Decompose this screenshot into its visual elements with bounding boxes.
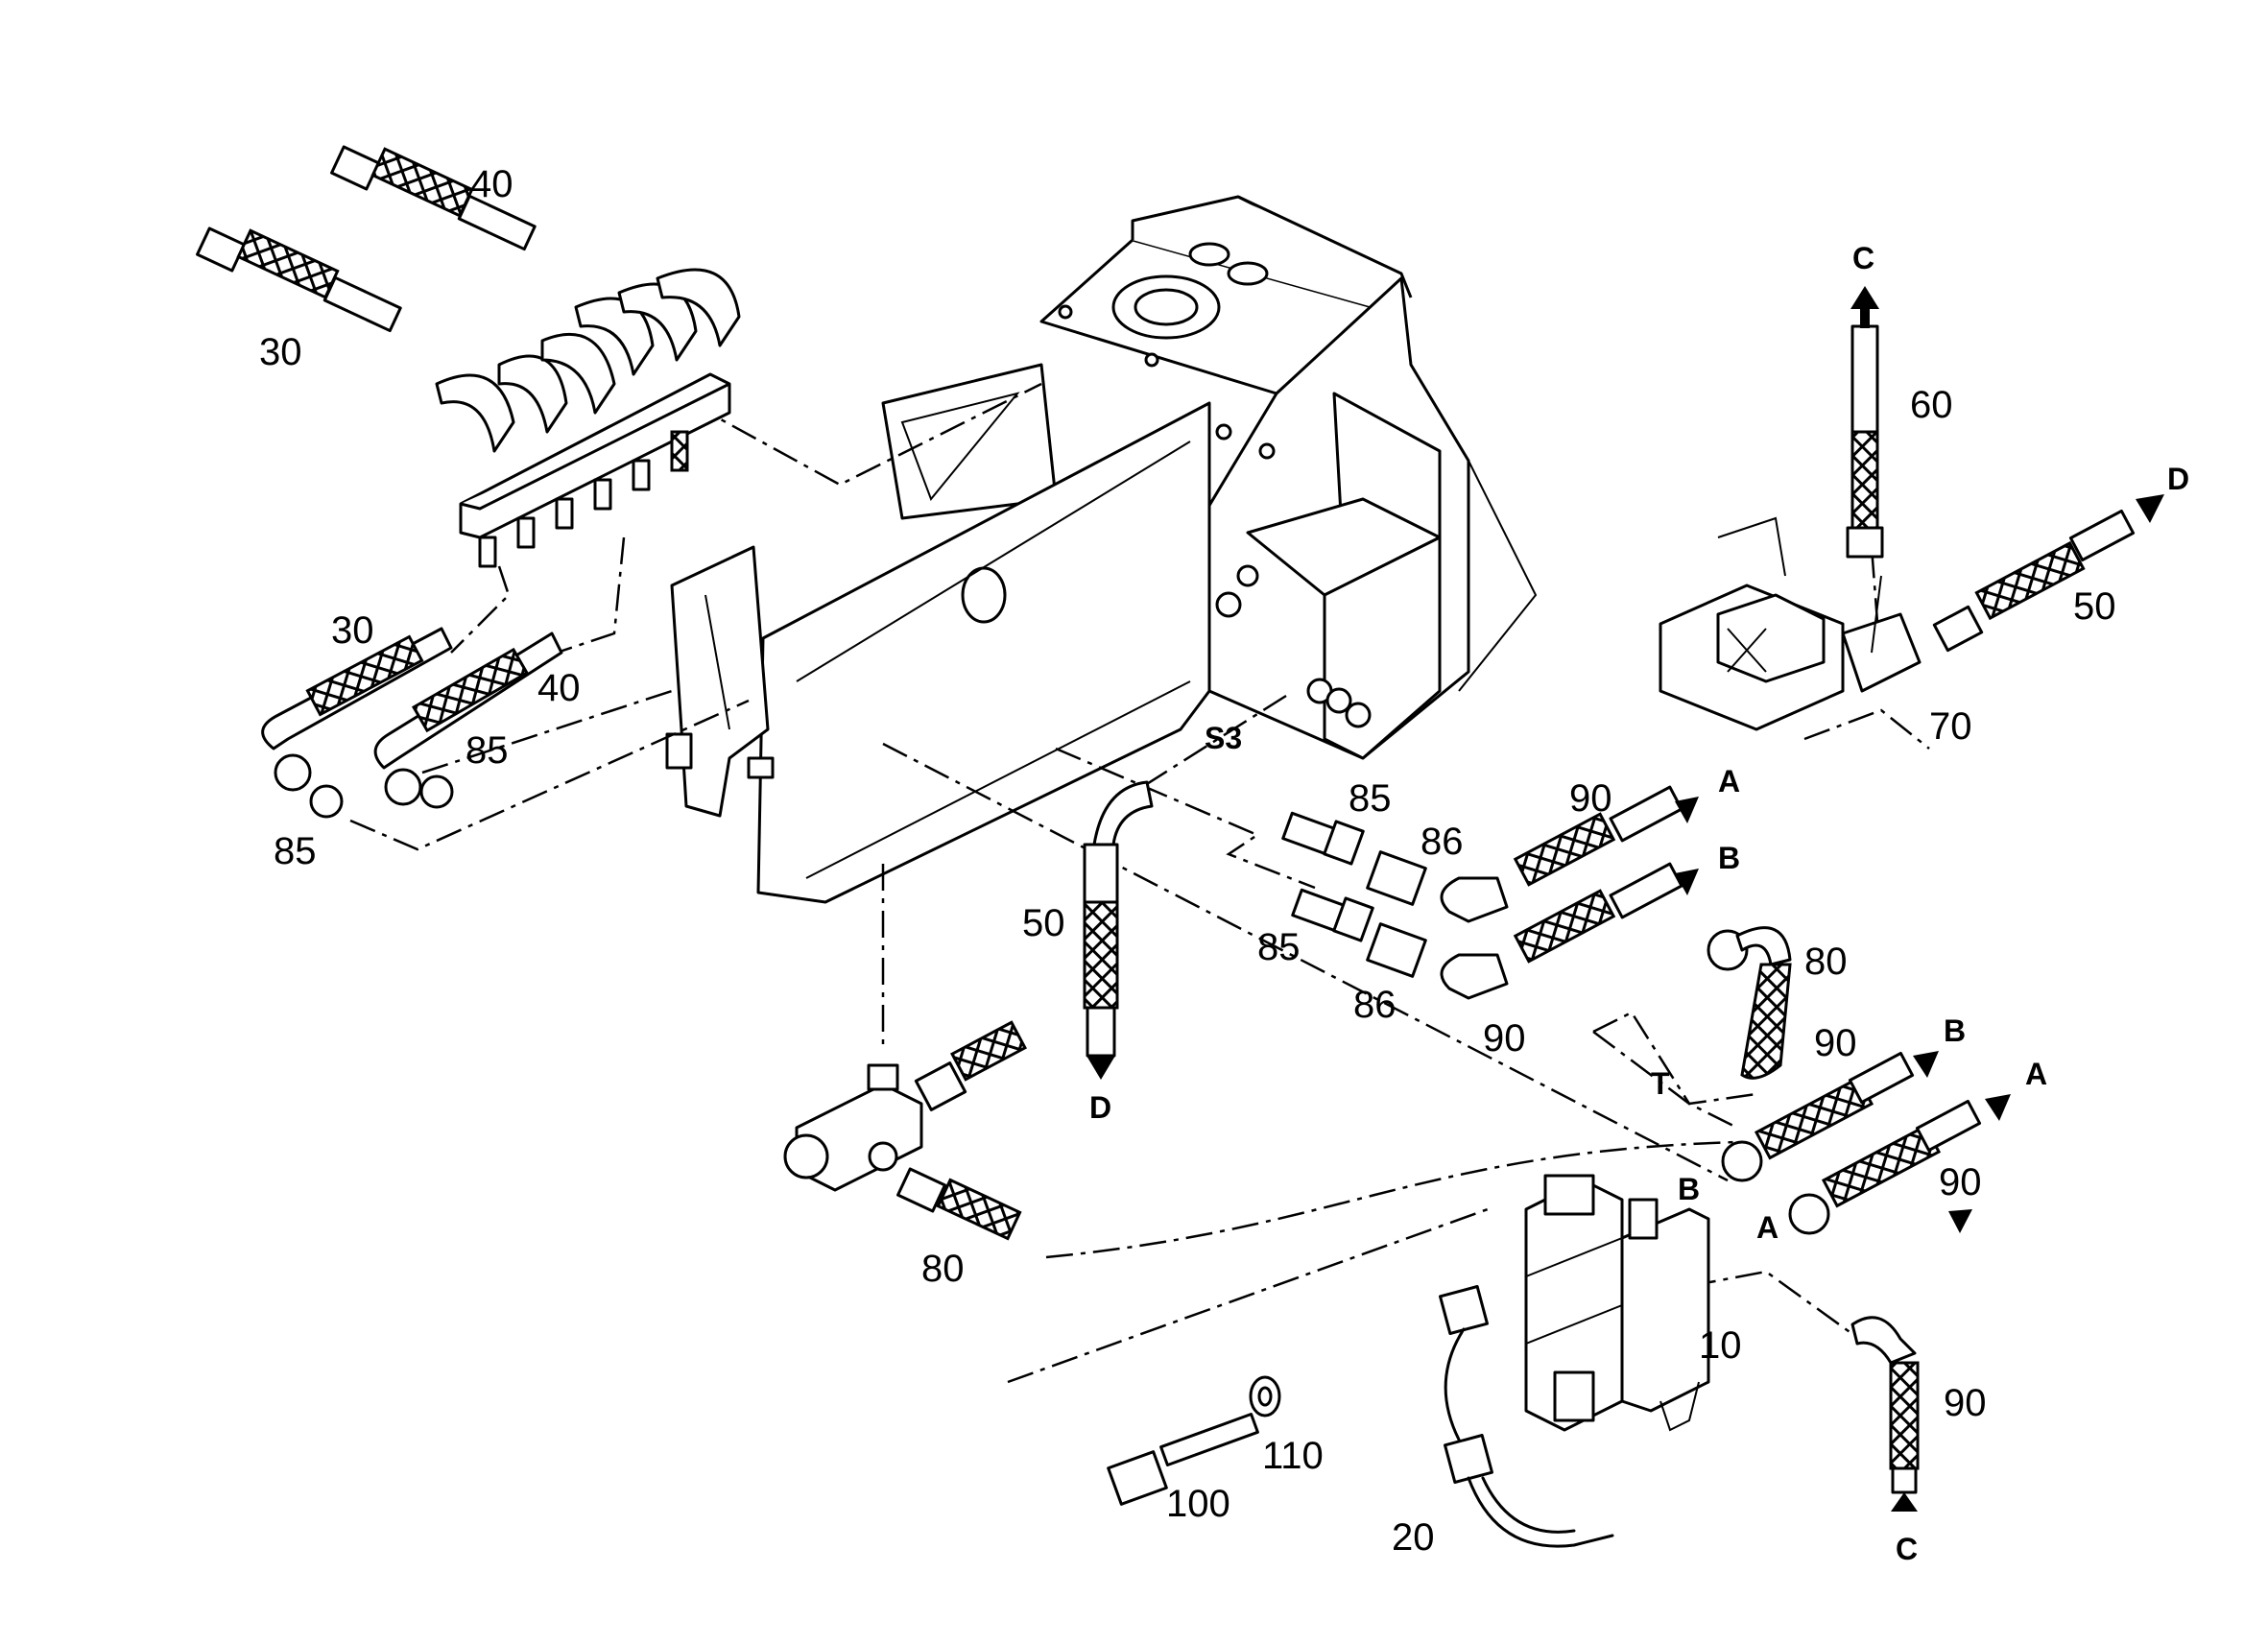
hose-50-centre	[1083, 780, 1154, 1080]
hose-30-lower	[261, 627, 453, 792]
hose-90-upper	[1440, 785, 1699, 923]
callout-85-left-lower: 85	[274, 830, 317, 872]
main-frame	[665, 195, 1538, 904]
check-valve	[783, 1020, 1027, 1192]
nut-85-left	[309, 774, 454, 819]
callout-85-centre-lower: 85	[1257, 926, 1301, 968]
callout-20: 20	[1392, 1516, 1435, 1559]
port-c-bottom: C	[1896, 1532, 1918, 1566]
port-b-valve: B	[1678, 1172, 1700, 1206]
hose-80-left	[896, 1167, 1022, 1241]
hose-40-lower	[373, 631, 563, 806]
fitting-85-upper	[1281, 811, 1365, 866]
flow-arrows	[1948, 1209, 1972, 1233]
fitting-85-lower	[1291, 888, 1374, 942]
hose-40-upper	[330, 145, 537, 251]
callout-86-lower: 86	[1353, 984, 1397, 1026]
port-t: T	[1651, 1066, 1670, 1101]
washer-110	[1249, 1375, 1281, 1418]
port-letters: S3 T A A A B B B C C D D	[1089, 241, 2189, 1566]
port-a-upper: A	[1718, 764, 1740, 798]
port-c-top: C	[1852, 241, 1874, 275]
hose-30-upper	[196, 226, 402, 333]
callout-110: 110	[1262, 1435, 1324, 1477]
callout-30-lower: 30	[331, 609, 374, 652]
callout-85-centre-upper: 85	[1349, 777, 1392, 820]
bolt-100	[1107, 1413, 1259, 1506]
callout-85-left-upper: 85	[466, 729, 509, 772]
port-a-valve: A	[1756, 1210, 1779, 1245]
callout-40-upper: 40	[470, 163, 513, 205]
callout-90-a: 90	[1939, 1161, 1982, 1203]
port-a-right: A	[2025, 1057, 2047, 1091]
fitting-86-lower	[1366, 922, 1427, 978]
plug-20	[1439, 1285, 1614, 1548]
callout-100: 100	[1166, 1483, 1230, 1525]
callout-90-bottom: 90	[1944, 1382, 1987, 1424]
callout-80-left: 80	[921, 1248, 965, 1290]
port-b-right: B	[1944, 1013, 1966, 1048]
hose-60	[1846, 286, 1884, 559]
valve-70	[1659, 516, 1922, 731]
hose-90-a	[1788, 1094, 2011, 1235]
port-b-upper: B	[1718, 841, 1740, 875]
callout-70: 70	[1929, 705, 1972, 748]
callout-60: 60	[1910, 384, 1953, 426]
port-s3: S3	[1205, 721, 1242, 755]
callout-30-upper: 30	[259, 331, 302, 373]
hose-90-lower	[1440, 862, 1699, 1000]
hose-80-right	[1707, 926, 1792, 1080]
port-d-right: D	[2167, 462, 2189, 496]
callout-90-upper: 90	[1569, 777, 1612, 820]
callout-50-right: 50	[2073, 585, 2116, 628]
solenoid-valve-10	[1524, 1174, 1710, 1432]
hose-90-bottom	[1850, 1316, 1920, 1512]
callout-86-upper: 86	[1420, 821, 1464, 863]
hose-50-right	[1932, 494, 2164, 653]
callout-90-lower: 90	[1483, 1017, 1526, 1060]
distribution-manifold	[435, 268, 741, 568]
callout-40-lower: 40	[537, 667, 581, 709]
callout-50-centre: 50	[1022, 902, 1065, 944]
callout-80-right: 80	[1804, 941, 1848, 983]
callout-10: 10	[1699, 1324, 1742, 1367]
callout-90-b: 90	[1814, 1022, 1857, 1064]
hose-90-b	[1721, 1051, 1939, 1182]
fitting-86-upper	[1366, 850, 1427, 906]
callout-numbers: 10 20 30 30 40 40 50 50 60 70 80 80 85 8…	[259, 163, 2116, 1559]
port-d-centre: D	[1089, 1090, 1111, 1125]
